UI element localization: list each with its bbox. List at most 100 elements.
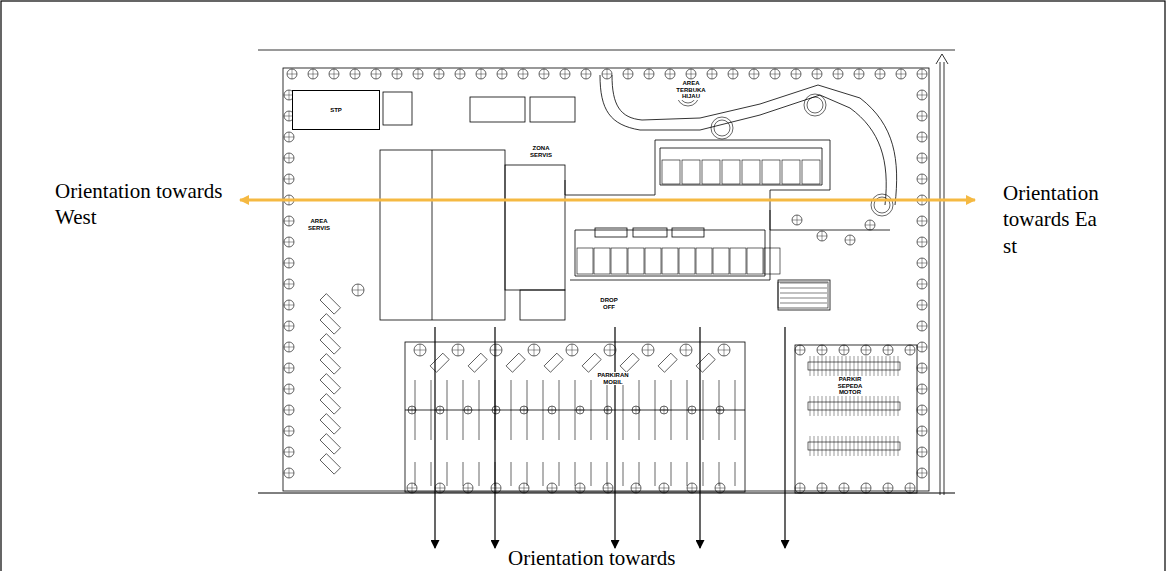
parking-stall bbox=[639, 380, 640, 410]
motorcycle-rack bbox=[898, 356, 899, 376]
motorcycle-rack bbox=[858, 396, 859, 416]
tree-symbol bbox=[854, 69, 864, 79]
area-label: AREA SERVIS bbox=[306, 218, 332, 231]
tree-symbol bbox=[497, 69, 507, 79]
tree-symbol bbox=[660, 406, 668, 414]
tree-symbol bbox=[917, 111, 927, 121]
tree-symbol bbox=[865, 220, 875, 230]
parking-stall bbox=[735, 410, 736, 440]
tree-symbol bbox=[687, 483, 697, 493]
tree-symbol bbox=[917, 468, 927, 478]
tree-symbol bbox=[665, 69, 675, 79]
tree-symbol bbox=[917, 447, 927, 457]
parking-stall bbox=[559, 410, 560, 440]
parking-stall bbox=[431, 462, 432, 486]
tree-symbol bbox=[845, 235, 855, 245]
tree-symbol bbox=[603, 483, 613, 493]
unit-cell bbox=[628, 248, 644, 274]
parking-stall bbox=[479, 462, 480, 486]
tree-symbol bbox=[718, 344, 730, 356]
tree-symbol bbox=[566, 344, 578, 356]
tree-symbol bbox=[812, 69, 822, 79]
parking-slot bbox=[658, 353, 677, 372]
tree-symbol bbox=[917, 237, 927, 247]
tree-symbol bbox=[490, 344, 502, 356]
tree-symbol bbox=[284, 300, 294, 310]
tree-symbol bbox=[716, 406, 724, 414]
tree-symbol bbox=[917, 384, 927, 394]
tree-symbol bbox=[644, 69, 654, 79]
parking-slot bbox=[582, 353, 601, 372]
tree-symbol bbox=[407, 483, 417, 493]
tree-symbol bbox=[865, 220, 875, 230]
parking-stall bbox=[655, 410, 656, 440]
tree-symbol bbox=[284, 279, 294, 289]
parking-stall bbox=[447, 410, 448, 440]
motorcycle-rack bbox=[842, 356, 843, 376]
tree-symbol bbox=[833, 69, 843, 79]
tree-symbol bbox=[392, 69, 402, 79]
tree-symbol bbox=[665, 69, 675, 79]
parking-stall bbox=[655, 462, 656, 486]
tree-symbol bbox=[519, 483, 529, 493]
tree-symbol bbox=[623, 69, 633, 79]
parking-slot bbox=[430, 353, 449, 372]
parking-stall bbox=[719, 380, 720, 410]
tree-symbol bbox=[875, 69, 885, 79]
unit-cell bbox=[802, 160, 820, 184]
motorcycle-rack bbox=[838, 436, 839, 456]
tree-symbol bbox=[917, 426, 927, 436]
tree-symbol bbox=[917, 111, 927, 121]
parking-stall bbox=[591, 380, 592, 410]
tree-symbol bbox=[817, 345, 827, 355]
parking-stall bbox=[415, 410, 416, 440]
area-label: DROP OFF bbox=[598, 297, 620, 310]
tree-symbol bbox=[518, 69, 528, 79]
parking-stall bbox=[543, 380, 544, 410]
motorcycle-rack bbox=[818, 436, 819, 456]
tree-symbol bbox=[861, 345, 871, 355]
tree-symbol bbox=[284, 363, 294, 373]
motorcycle-rack bbox=[818, 396, 819, 416]
unit-cell bbox=[730, 248, 746, 274]
unit-cell bbox=[722, 160, 740, 184]
parking-stall bbox=[623, 410, 624, 440]
tree-symbol bbox=[917, 447, 927, 457]
tree-symbol bbox=[436, 406, 444, 414]
tree-symbol bbox=[917, 426, 927, 436]
tree-symbol bbox=[436, 406, 444, 414]
tree-symbol bbox=[905, 345, 915, 355]
tree-symbol bbox=[642, 344, 654, 356]
tree-symbol bbox=[839, 345, 849, 355]
tree-symbol bbox=[371, 69, 381, 79]
parking-stall bbox=[559, 380, 560, 410]
motorcycle-rack bbox=[862, 356, 863, 376]
motorcycle-rack bbox=[846, 356, 847, 376]
tree-symbol bbox=[917, 153, 927, 163]
parking-slot bbox=[506, 353, 525, 372]
tree-symbol bbox=[791, 69, 801, 79]
tree-symbol bbox=[917, 279, 927, 289]
tree-symbol bbox=[284, 153, 294, 163]
parking-stall bbox=[703, 410, 704, 440]
unit-cell bbox=[611, 248, 627, 274]
motorcycle-rack bbox=[842, 396, 843, 416]
parking-stall bbox=[527, 462, 528, 486]
tree-symbol bbox=[917, 363, 927, 373]
parking-slot bbox=[320, 354, 341, 375]
parking-stall bbox=[463, 410, 464, 440]
tree-symbol bbox=[917, 300, 927, 310]
motorcycle-rack bbox=[854, 356, 855, 376]
tree-symbol bbox=[434, 69, 444, 79]
tree-symbol bbox=[284, 300, 294, 310]
tree-symbol bbox=[905, 345, 915, 355]
tree-symbol bbox=[539, 69, 549, 79]
parking-stall bbox=[463, 462, 464, 486]
tree-symbol bbox=[602, 69, 612, 79]
motorcycle-rack bbox=[874, 356, 875, 376]
parking-stall bbox=[607, 462, 608, 486]
tree-symbol bbox=[917, 384, 927, 394]
motorcycle-rack bbox=[814, 436, 815, 456]
parking-stall bbox=[447, 462, 448, 486]
parking-stall bbox=[543, 462, 544, 486]
